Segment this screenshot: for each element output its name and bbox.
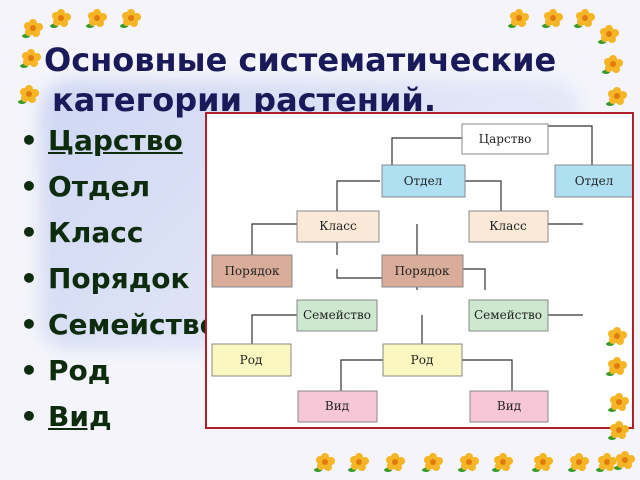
- node-class-2: Класс: [468, 210, 549, 243]
- node-kingdom: Царство: [461, 123, 549, 155]
- bullet-link-kingdom[interactable]: Царство: [48, 124, 183, 157]
- node-family-1: Семейство: [296, 299, 378, 332]
- flower-icon: [382, 452, 408, 478]
- flower-icon: [604, 326, 630, 352]
- flower-icon: [18, 48, 44, 74]
- node-order-1: Порядок: [211, 254, 293, 288]
- node-species-2: Вид: [469, 390, 549, 423]
- node-division-1: Отдел: [381, 164, 466, 198]
- node-genus-1-label: Род: [240, 353, 263, 367]
- flower-icon: [604, 356, 630, 382]
- bullet-item-division: •Отдел: [20, 170, 151, 203]
- taxonomy-tree: Царство Отдел Отдел Класс Класс Порядок …: [211, 123, 632, 423]
- flower-icon: [604, 86, 630, 112]
- flower-icon: [530, 452, 556, 478]
- node-family-1-label: Семейство: [303, 308, 371, 322]
- flower-icon: [506, 8, 532, 34]
- bullet-list: •Царство •Отдел •Класс •Порядок •Семейст…: [20, 118, 219, 440]
- bullet-item-kingdom[interactable]: •Царство: [20, 124, 183, 157]
- flower-icon: [48, 8, 74, 34]
- node-division-2-label: Отдел: [575, 174, 614, 188]
- node-species-1: Вид: [297, 390, 378, 423]
- node-family-2: Семейство: [468, 299, 549, 332]
- node-genus-2: Род: [382, 343, 463, 377]
- node-class-1: Класс: [296, 210, 380, 243]
- flower-icon: [20, 18, 46, 44]
- node-order-2: Порядок: [381, 254, 464, 288]
- slide-title: Основные систематические категории расте…: [44, 40, 604, 120]
- node-division-2: Отдел: [554, 164, 632, 198]
- flower-icon: [312, 452, 338, 478]
- bullet-label-genus: Род: [48, 354, 111, 387]
- taxonomy-diagram: Царство Отдел Отдел Класс Класс Порядок …: [205, 112, 634, 429]
- bullet-item-species[interactable]: •Вид: [20, 400, 112, 433]
- bullet-label-division: Отдел: [48, 170, 151, 203]
- node-class-1-label: Класс: [319, 219, 357, 233]
- bullet-item-order: •Порядок: [20, 262, 190, 295]
- flower-icon: [606, 392, 632, 418]
- flower-icon: [420, 452, 446, 478]
- bullet-label-family: Семейство: [48, 308, 219, 341]
- flower-icon: [594, 452, 620, 478]
- flower-icon: [606, 420, 632, 446]
- tree-connectors: [251, 125, 593, 391]
- bullet-link-species[interactable]: Вид: [48, 400, 112, 433]
- flower-icon: [118, 8, 144, 34]
- bullet-label-class: Класс: [48, 216, 144, 249]
- node-genus-2-label: Род: [411, 353, 434, 367]
- flower-icon: [490, 452, 516, 478]
- node-species-1-label: Вид: [325, 399, 349, 413]
- node-genus-1: Род: [211, 343, 292, 377]
- flower-icon: [346, 452, 372, 478]
- node-order-2-label: Порядок: [394, 264, 450, 278]
- flower-icon: [16, 84, 42, 110]
- flower-icon: [600, 54, 626, 80]
- bullet-item-class: •Класс: [20, 216, 144, 249]
- node-division-1-label: Отдел: [404, 174, 443, 188]
- title-line-1: Основные систематические: [44, 41, 557, 79]
- flower-icon: [84, 8, 110, 34]
- flower-icon: [612, 450, 638, 476]
- node-kingdom-label: Царство: [479, 132, 532, 146]
- bullet-label-order: Порядок: [48, 262, 190, 295]
- flower-icon: [540, 8, 566, 34]
- node-family-2-label: Семейство: [474, 308, 542, 322]
- flower-icon: [572, 8, 598, 34]
- bullet-item-genus: •Род: [20, 354, 111, 387]
- node-order-1-label: Порядок: [224, 264, 280, 278]
- flower-icon: [456, 452, 482, 478]
- node-species-2-label: Вид: [497, 399, 521, 413]
- bullet-item-family: •Семейство: [20, 308, 219, 341]
- flower-icon: [596, 24, 622, 50]
- flower-icon: [566, 452, 592, 478]
- node-class-2-label: Класс: [489, 219, 527, 233]
